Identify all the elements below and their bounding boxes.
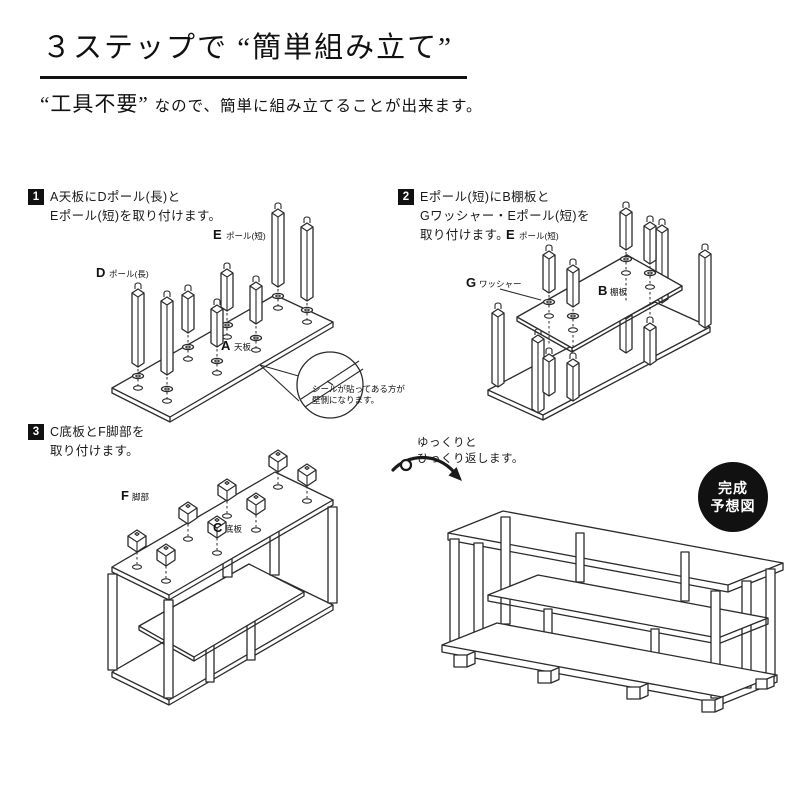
feet [454,652,774,713]
step2-diagram: E ポール(短) G ワッシャー B 棚板 [466,201,712,430]
step3-diagram: F 脚部 C 底板 [55,449,405,740]
step2-text: Eポール(短)にB棚板と Gワッシャー・Eポール(短)を 取り付けます。 [420,190,590,242]
step1-header: 1 A天板にDポール(長)と Eポール(短)を取り付けます。 [28,188,221,226]
sticker-callout: シールが貼ってある方が 壁側になります。 [260,352,405,418]
label-f-foot-letter: F [121,488,129,503]
callout-line1: シールが貼ってある方が [312,384,405,394]
step3-text: C底板とF脚部を 取り付けます。 [50,425,145,458]
label-c-panel-letter: C [213,520,223,535]
label-d-pole-part: ポール(長) [109,269,149,279]
callout-line2: 壁側になります。 [312,395,379,405]
label-c-panel-part: 底板 [225,524,243,534]
g-washer-leader-line [500,289,541,300]
alignment-dashes [549,252,650,351]
label-b-shelf-part: 棚板 [610,287,628,297]
page-title: ３ステップで “簡単組み立て” [40,24,467,79]
flip-note: ゆっくりと ひっくり返します。 [417,437,524,465]
step3-header: 3 C底板とF脚部を 取り付けます。 [28,423,145,461]
page-lead: “工具不要” なので、簡単に組み立てることが出来ます。 [40,88,483,118]
label-b-shelf-letter: B [598,283,607,298]
label-e-pole-letter: E [506,227,515,242]
finished-product-diagram [430,495,790,730]
step1-diagram: シールが貼ってある方が 壁側になります。 E ポール(短) D ポール(長) A… [96,202,405,430]
label-f-foot-part: 脚部 [132,492,150,502]
assembled-lower-unit [108,479,337,705]
step2-header: 2 Eポール(短)にB棚板と Gワッシャー・Eポール(短)を 取り付けます。 [398,188,590,244]
label-e-pole-letter: E [213,227,222,242]
label-a-panel-part: 天板 [234,342,252,352]
label-d-pole-letter: D [96,265,105,280]
step2-number-badge: 2 [398,189,414,205]
label-e-pole-part: ポール(短) [519,231,559,241]
step1-number-badge: 1 [28,189,44,205]
completed-preview-badge: 完成 予想図 [698,462,768,532]
label-g-washer-part: ワッシャー [479,279,522,289]
back-legs [474,517,775,688]
label-a-panel-letter: A [221,338,231,353]
lead-rest: なので、簡単に組み立てることが出来ます。 [154,98,483,115]
shelf-b-board [517,255,682,352]
step3-number-badge: 3 [28,424,44,440]
label-e-pole-part: ポール(短) [226,231,266,241]
lead-emphasis: “工具不要” [40,92,149,116]
flip-arrow [388,452,462,481]
alignment-dashes [137,472,307,578]
step1-text: A天板にDポール(長)と Eポール(短)を取り付けます。 [50,190,222,223]
label-g-washer-letter: G [466,275,476,290]
